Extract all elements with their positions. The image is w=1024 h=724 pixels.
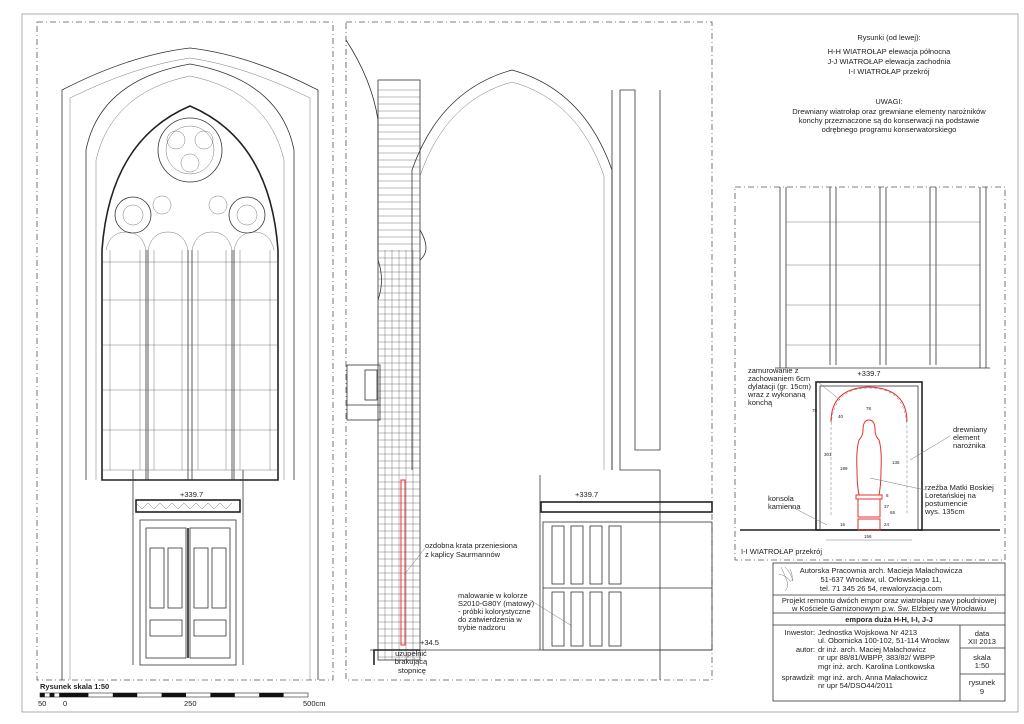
koncha-arch xyxy=(830,386,908,423)
scale-segment xyxy=(112,693,138,697)
level-label-hh: +339.7 xyxy=(180,490,203,499)
office-line: tel. 71 345 26 54, rewaloryzacja.com xyxy=(820,584,942,593)
scale-tick: 0 xyxy=(63,699,67,708)
panel-frame-ii xyxy=(734,186,1006,561)
checked-line: mgr inż. arch. Anna Małachowicz xyxy=(818,673,928,682)
svg-text:78: 78 xyxy=(812,408,818,413)
date-value: XII 2013 xyxy=(968,637,996,646)
legend-item: H-H WIATROŁAP elewacja północna xyxy=(828,47,952,56)
niche xyxy=(815,381,923,531)
date-label: data xyxy=(975,629,990,638)
author-label: autor: xyxy=(796,645,815,654)
sheet-border xyxy=(21,13,1019,713)
sheet-number: 9 xyxy=(980,687,984,696)
vestibule-door xyxy=(132,470,244,666)
investor-line: ul. Obornicka 100-102, 51-114 Wrocław xyxy=(818,636,950,645)
annotation-grille: ozdobna krata przeniesiona z kaplicy Sau… xyxy=(425,541,519,559)
legend-item: I-I WIATROŁAP przekrój xyxy=(849,67,930,76)
level-label-jj-top: +339.7 xyxy=(575,490,598,499)
legend-heading: Rysunki (od lewej): xyxy=(857,33,920,42)
elevation-jj: +339.7 +34.5 ozdobna krata przeniesiona … xyxy=(345,21,713,681)
annotation-walling: zamurowanie z zachowaniem 6cm dylatacji … xyxy=(747,366,813,407)
svg-text:24: 24 xyxy=(884,522,890,527)
investor-label: Inwestor: xyxy=(785,628,815,637)
panel-frame-jj xyxy=(345,21,713,681)
scale-subsegment xyxy=(49,693,55,697)
panel-frame-hh xyxy=(36,21,334,681)
svg-text:78: 78 xyxy=(866,406,872,411)
scale-label: skala xyxy=(973,653,991,662)
annotation-wood-element: drewniany element narożnika xyxy=(953,425,989,450)
svg-text:156: 156 xyxy=(864,534,872,539)
notes-heading: UWAGI: xyxy=(875,97,902,106)
office-line: 51-637 Wrocław, ul. Orłowskiego 11, xyxy=(820,575,941,584)
checked-label: sprawdził: xyxy=(782,673,815,682)
scale-value: 1:50 xyxy=(975,661,990,670)
scale-segment xyxy=(64,693,89,697)
scale-tick: 50 xyxy=(38,699,46,708)
scale-subsegment xyxy=(59,693,64,697)
svg-text:65: 65 xyxy=(890,510,896,515)
scale-title: Rysunek skala 1:50 xyxy=(40,682,109,691)
scale-bar: Rysunek skala 1:50 50 0 250 500cm xyxy=(38,682,326,708)
scale-segment xyxy=(210,693,235,697)
project-line: w Kościele Garnizonowym p.w. Św. Elżbiet… xyxy=(791,604,986,613)
annotation-console: konsola kamienna xyxy=(768,494,801,511)
level-label-ii: +339.7 xyxy=(857,369,880,378)
scale-segment xyxy=(161,693,186,697)
svg-text:40: 40 xyxy=(838,414,844,419)
title-block: Autorska Pracownia arch. Macieja Małacho… xyxy=(772,562,1006,702)
section-ii: +339.7 78 78 40 301 199 135 8 37 65 24 1… xyxy=(734,186,1006,561)
statue-outline xyxy=(856,419,882,496)
svg-text:15: 15 xyxy=(840,522,846,527)
annotation-statue: rzeźba Matki Boskiej Loretańskiej na pos… xyxy=(924,483,996,516)
svg-text:301: 301 xyxy=(824,452,832,457)
notes-line: odrębnego programu konserwatorskiego xyxy=(822,125,957,134)
scale-subsegment xyxy=(40,693,45,697)
author-line: dr inż. arch. Maciej Małachowicz xyxy=(818,645,926,654)
office-logo xyxy=(778,566,794,592)
office-line: Autorska Pracownia arch. Macieja Małacho… xyxy=(800,566,963,575)
project-line: Projekt remontu dwóch empor oraz wiatroł… xyxy=(782,596,997,605)
svg-text:8: 8 xyxy=(886,493,889,498)
sheet-title: empora duża H-H, I-I, J-J xyxy=(845,615,933,624)
scale-tick: 250 xyxy=(184,699,197,708)
dimension-labels: 78 78 40 301 199 135 8 37 65 24 15 156 xyxy=(812,406,900,539)
scale-tick: 500cm xyxy=(303,699,326,708)
sheet-label: rysunek xyxy=(969,678,996,687)
svg-text:199: 199 xyxy=(840,466,848,471)
section-caption: I-I WIATROŁAP przekrój xyxy=(741,547,822,556)
annotation-paint: malowanie w kolorze S2010-G80Y (matowy) … xyxy=(458,591,536,632)
level-label-jj-bottom: +34.5 xyxy=(420,638,439,647)
elevation-hh: +339.7 xyxy=(36,21,334,681)
author-line: nr upr 88/81/WBPP, 383/82/ WBPP xyxy=(818,653,935,662)
vestibule-side xyxy=(539,475,713,651)
investor-line: Jednostka Wojskowa Nr 4213 xyxy=(818,628,917,637)
annotation-step: uzupełnić brakującą stopnicę xyxy=(395,649,430,675)
decorative-grille-marker xyxy=(400,479,406,646)
legend-item: J-J WIATROŁAP elewacja zachodnia xyxy=(827,57,951,66)
svg-text:135: 135 xyxy=(892,460,900,465)
notes-line: konchy przeznaczone są do konserwacji na… xyxy=(799,116,980,125)
notes-line: Drewniany wiatrołap oraz grewniane eleme… xyxy=(792,107,986,116)
checked-line: nr upr 54/DSO44/2011 xyxy=(818,681,893,690)
scale-segment xyxy=(259,693,284,697)
legend: Rysunki (od lewej): H-H WIATROŁAP elewac… xyxy=(792,33,986,134)
gothic-window xyxy=(101,105,279,481)
svg-text:37: 37 xyxy=(884,504,890,509)
author-line: mgr inż. arch. Karolina Lontkowska xyxy=(818,662,936,671)
